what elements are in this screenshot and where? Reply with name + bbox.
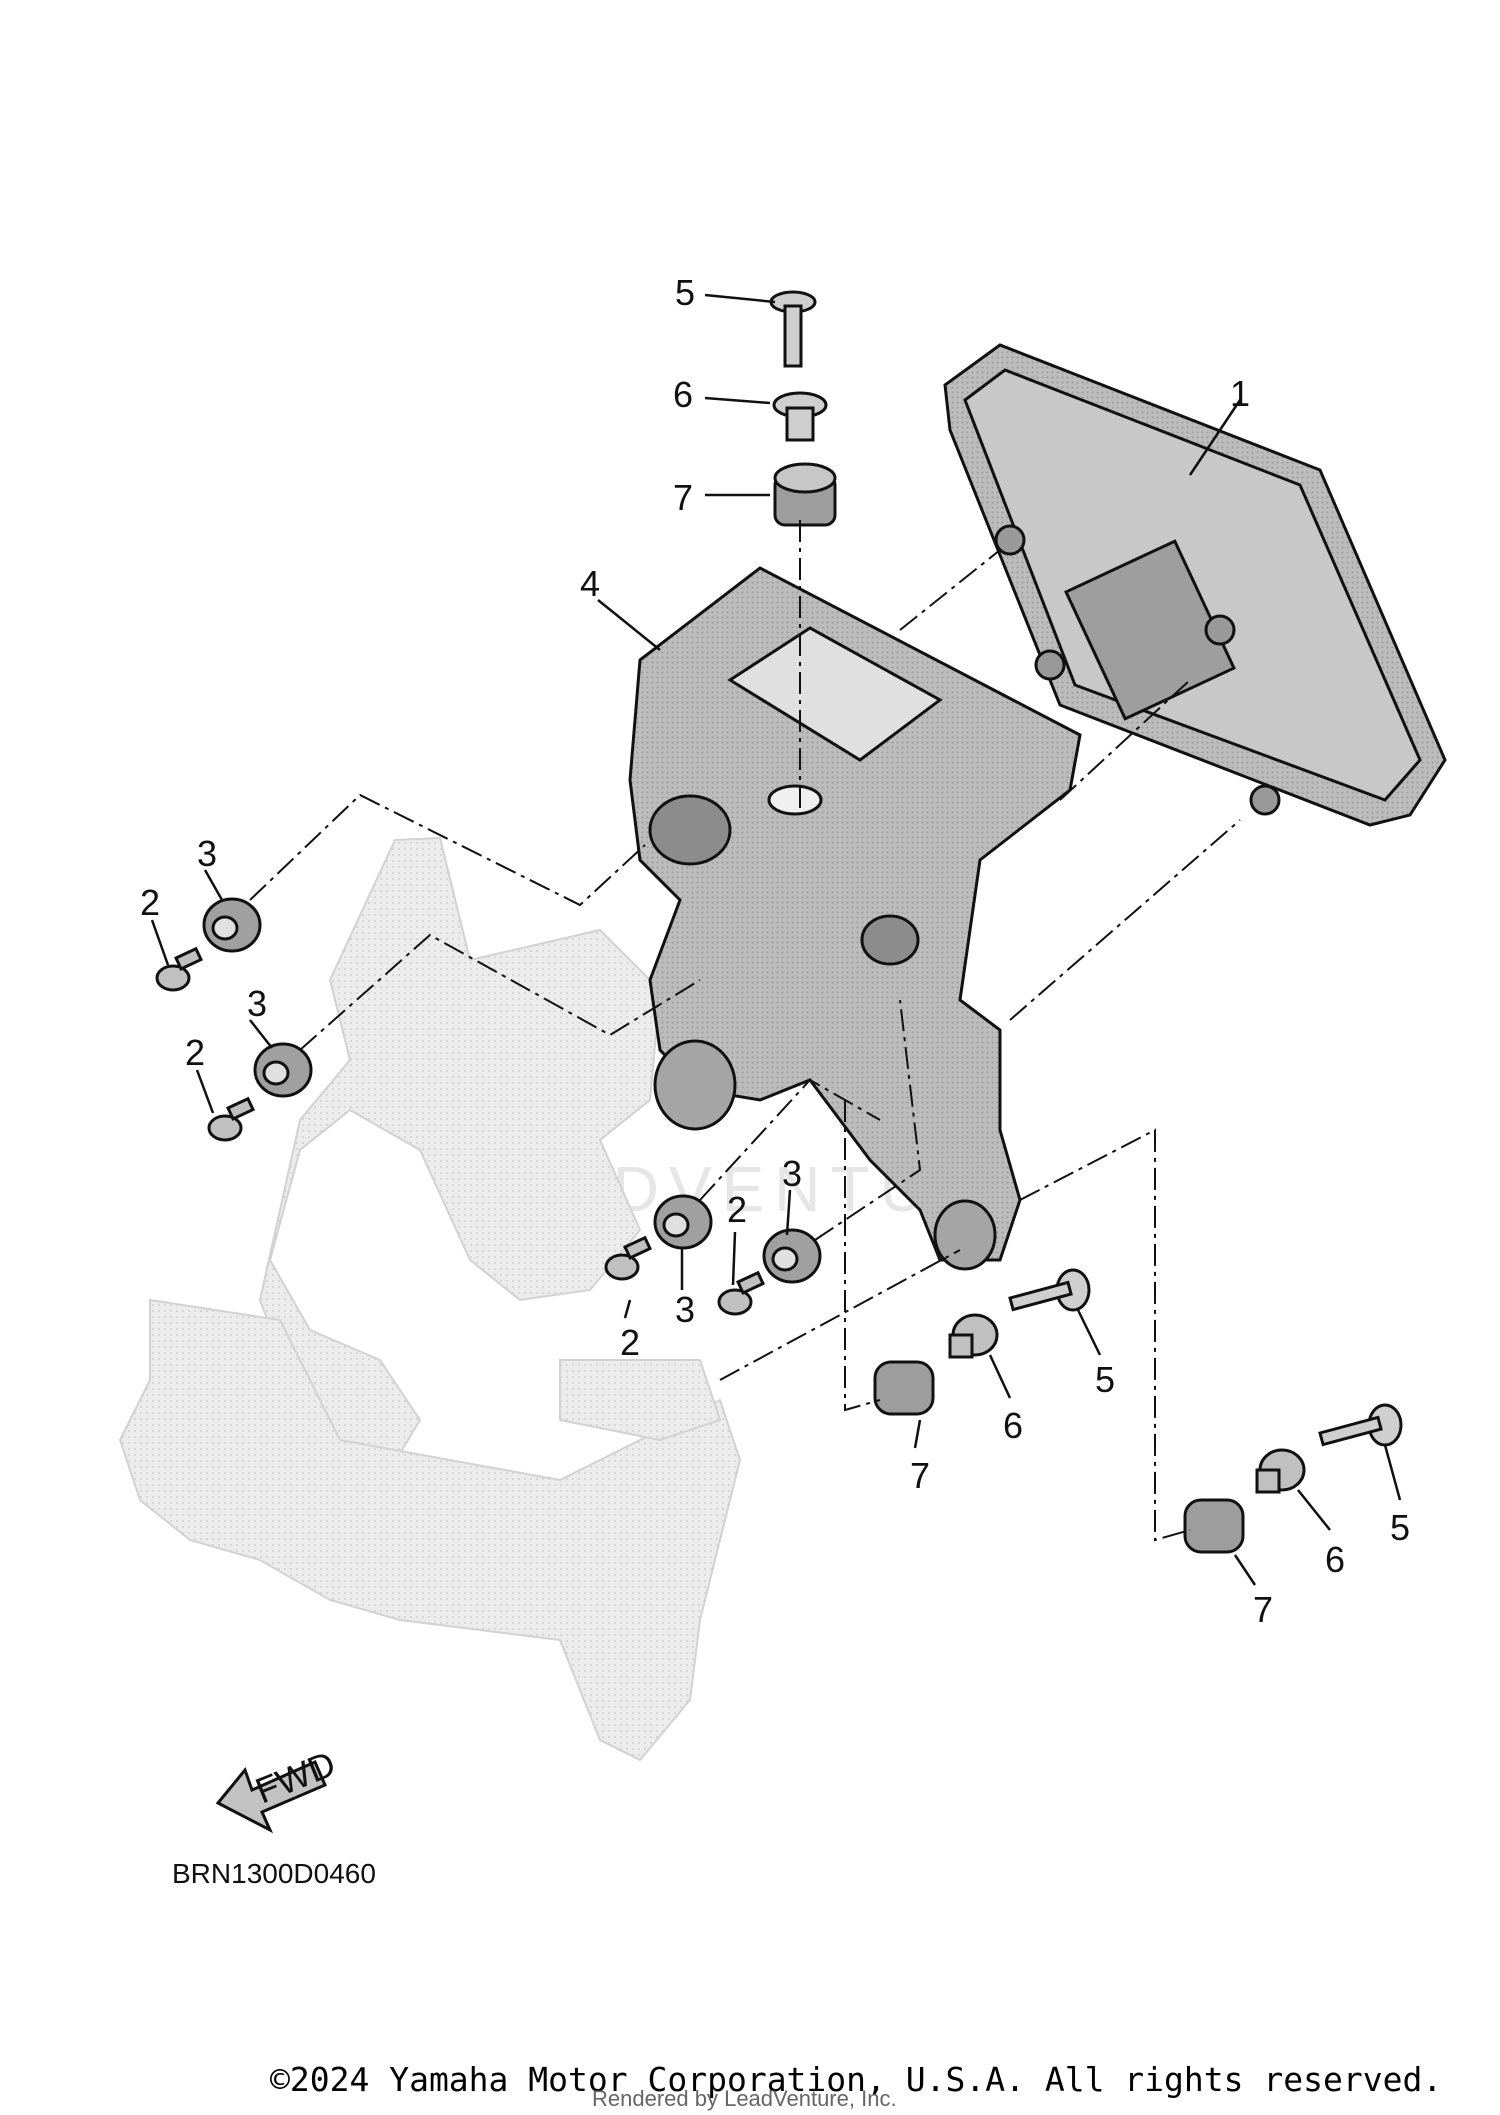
fwd-arrow-icon: FWD	[215, 1743, 341, 1834]
callout-1: 1	[1230, 373, 1250, 414]
diagram-code: BRN1300D0460	[172, 1858, 376, 1889]
background-frame	[118, 836, 742, 1762]
callout-3-d: 3	[782, 1153, 802, 1194]
callout-7-lower-a: 7	[910, 1455, 930, 1496]
collar-part-2-c	[604, 1235, 653, 1281]
collar-part-2-d	[717, 1270, 766, 1316]
bolt-part-5-top	[769, 290, 817, 368]
callout-2-b: 2	[185, 1032, 205, 1073]
meter-unit-part-1	[943, 343, 1447, 827]
damper-part-7-top	[773, 462, 837, 527]
fwd-arrow-text: FWD	[250, 1743, 341, 1812]
callout-2-d: 2	[727, 1189, 747, 1230]
callout-6-top: 6	[673, 374, 693, 415]
copyright-notice: ©2024 Yamaha Motor Corporation, U.S.A. A…	[270, 2060, 1443, 2099]
assembly-lines	[249, 520, 1241, 1542]
grommet-part-3-c	[653, 1194, 713, 1250]
callout-3-c: 3	[675, 1289, 695, 1330]
callout-5-lower-a: 5	[1095, 1359, 1115, 1400]
collar-part-6-lower-a	[948, 1313, 999, 1359]
collar-part-2-a	[155, 946, 204, 992]
callout-6-lower-b: 6	[1325, 1539, 1345, 1580]
bolt-part-5-lower-b	[1318, 1403, 1403, 1447]
leader-lines	[150, 293, 1402, 1586]
grommet-part-3-b	[253, 1042, 313, 1098]
callout-7-top: 7	[673, 477, 693, 518]
grommet-part-3-d	[762, 1228, 822, 1284]
meter-bracket-part-4	[628, 566, 1082, 1271]
callout-3-a: 3	[197, 833, 217, 874]
rendered-by-notice: Rendered by LeadVenture, Inc.	[592, 2086, 897, 2111]
callout-5-lower-b: 5	[1390, 1507, 1410, 1548]
damper-part-7-lower-b	[1183, 1498, 1245, 1554]
grommet-part-3-a	[202, 897, 262, 953]
collar-part-6-top	[772, 391, 828, 442]
collar-part-6-lower-b	[1255, 1448, 1306, 1494]
callout-6-lower-a: 6	[1003, 1405, 1023, 1446]
callout-3-b: 3	[247, 983, 267, 1024]
callout-2-c: 2	[620, 1322, 640, 1363]
callout-labels: 5 6 7 1 4 3 2 3 2 3 2 3 2 5 6 7 5 6 7	[140, 272, 1410, 1630]
callout-7-lower-b: 7	[1253, 1589, 1273, 1630]
damper-part-7-lower-a	[873, 1360, 935, 1416]
callout-5-top: 5	[675, 272, 695, 313]
callout-2-a: 2	[140, 882, 160, 923]
callout-4: 4	[580, 563, 600, 604]
bolt-part-5-lower-a	[1008, 1268, 1091, 1312]
collar-part-2-b	[207, 1096, 256, 1142]
